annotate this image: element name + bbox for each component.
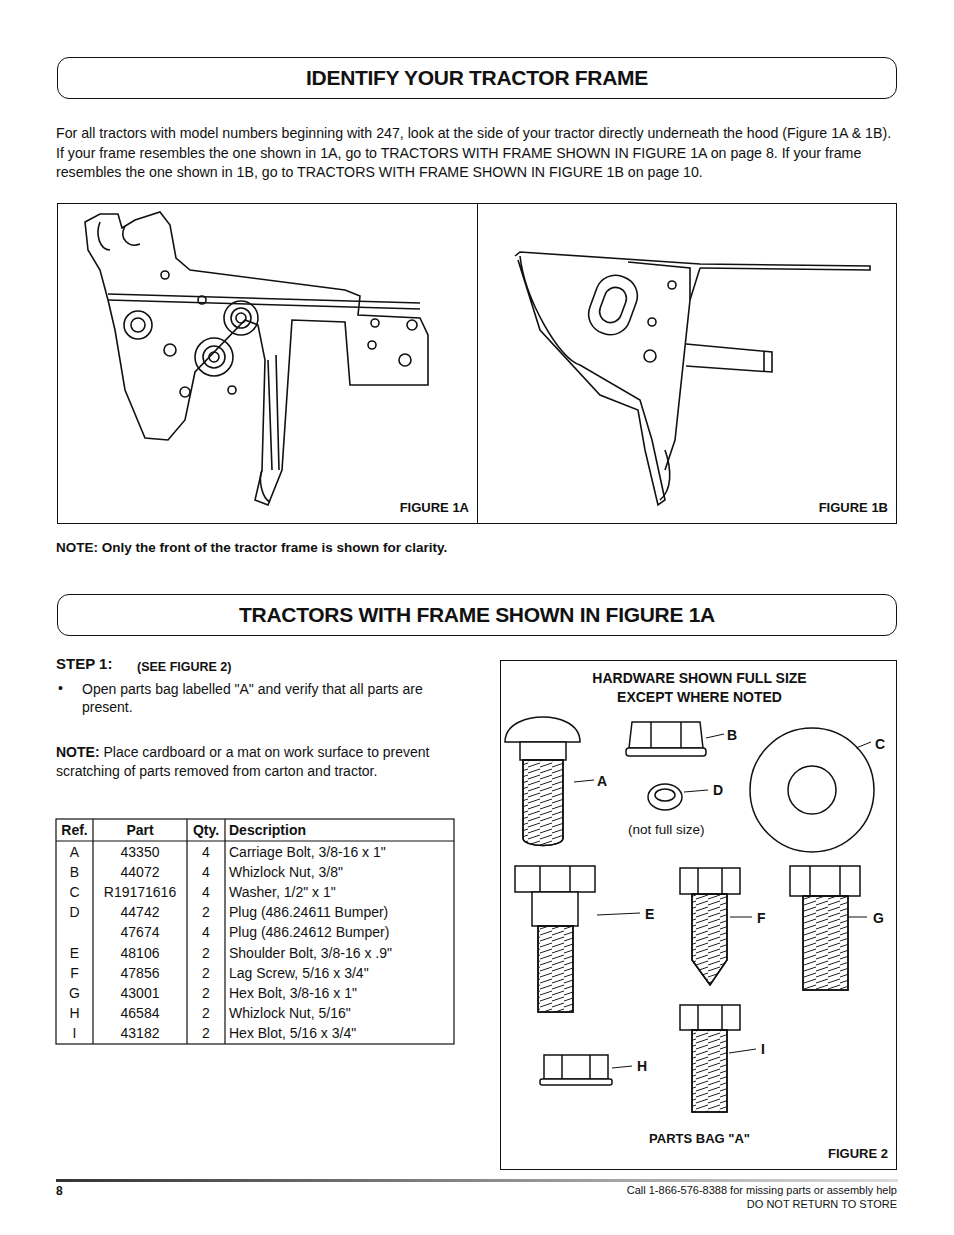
heading-text: FIGURE 1B	[819, 500, 888, 515]
table-cell: Plug (486.24612 Bumper)	[229, 924, 453, 940]
table-cell: 2	[187, 945, 225, 961]
callout-letter: F	[757, 910, 766, 926]
table-cell: Shoulder Bolt, 3/8-16 x .9"	[229, 945, 453, 961]
section-heading: IDENTIFY YOUR TRACTOR FRAME	[57, 57, 897, 99]
footer-text: DO NOT RETURN TO STORE	[747, 1198, 897, 1210]
table-cell: Lag Screw, 5/16 x 3/4"	[229, 965, 453, 981]
callout-letter: G	[873, 910, 884, 926]
parts-table-grid	[56, 819, 454, 1044]
table-cell: C	[56, 884, 93, 900]
table-cell: Plug (486.24611 Bumper)	[229, 904, 453, 920]
table-cell: 44742	[93, 904, 187, 920]
bullet: •	[58, 680, 63, 696]
table-cell: 46584	[93, 1005, 187, 1021]
note-text: NOTE: Only the front of the tractor fram…	[56, 540, 447, 555]
table-cell: 2	[187, 904, 225, 920]
heading-text: TRACTORS WITH FRAME SHOWN IN FIGURE 1A	[58, 603, 896, 627]
table-cell: R19171616	[93, 884, 187, 900]
footer-rule	[56, 1179, 898, 1182]
table-cell: Whizlock Nut, 3/8"	[229, 864, 453, 880]
heading-text: FIGURE 1A	[400, 500, 469, 515]
callout-letter: I	[761, 1041, 765, 1057]
callout-letter: H	[637, 1058, 647, 1074]
table-header: Description	[229, 822, 453, 838]
table-cell: 48106	[93, 945, 187, 961]
figure-panel: FIGURE 1B	[477, 203, 897, 524]
caption-text: HARDWARE SHOWN FULL SIZE EXCEPT WHERE NO…	[571, 669, 828, 707]
note-text: Place cardboard or a mat on work surface…	[56, 744, 430, 779]
table-cell: Washer, 1/2" x 1"	[229, 884, 453, 900]
table-cell: 4	[187, 924, 225, 940]
hardware-drawings	[505, 717, 874, 1112]
step-heading: STEP 1:	[56, 655, 112, 672]
note-paragraph: NOTE: Place cardboard or a mat on work s…	[56, 743, 456, 781]
table-cell: 47856	[93, 965, 187, 981]
scale-note: (not full size)	[628, 822, 705, 837]
table-cell: 43182	[93, 1025, 187, 1041]
frame-1b	[515, 252, 870, 505]
table-cell: 44072	[93, 864, 187, 880]
callout-letter: D	[713, 782, 723, 798]
table-cell: 4	[187, 884, 225, 900]
table-cell: 4	[187, 864, 225, 880]
footer-text: Call 1-866-576-8388 for missing parts or…	[627, 1184, 897, 1196]
table-header: Qty.	[187, 822, 225, 838]
page-number: 8	[56, 1184, 63, 1198]
body-text: Open parts bag labelled "A" and verify t…	[82, 680, 454, 716]
table-cell: 4	[187, 844, 225, 860]
step-ref: (SEE FIGURE 2)	[137, 660, 231, 674]
callout-letter: B	[727, 727, 737, 743]
caption-text: FIGURE 2	[828, 1146, 888, 1161]
frame-1a	[85, 212, 428, 505]
figure-panel: HARDWARE SHOWN FULL SIZE EXCEPT WHERE NO…	[500, 660, 897, 1170]
table-cell: 2	[187, 965, 225, 981]
table-cell: E	[56, 945, 93, 961]
leader-lines	[574, 734, 871, 1068]
table-cell: 47674	[93, 924, 187, 940]
body-text: For all tractors with model numbers begi…	[56, 124, 898, 183]
table-cell: A	[56, 844, 93, 860]
table-cell: 2	[187, 985, 225, 1001]
table-cell: Carriage Bolt, 3/8-16 x 1"	[229, 844, 453, 860]
table-header: Part	[93, 822, 187, 838]
callout-letter: A	[597, 773, 607, 789]
table-cell: 43350	[93, 844, 187, 860]
table-cell: 2	[187, 1005, 225, 1021]
callout-letter: E	[645, 906, 654, 922]
table-cell: H	[56, 1005, 93, 1021]
table-cell: B	[56, 864, 93, 880]
table-cell: Hex Bolt, 3/8-16 x 1"	[229, 985, 453, 1001]
section-heading: TRACTORS WITH FRAME SHOWN IN FIGURE 1A	[57, 594, 897, 636]
note-label: NOTE:	[56, 744, 100, 760]
figure-panel: FIGURE 1A	[57, 203, 478, 524]
table-header: Ref.	[56, 822, 93, 838]
table-cell: 2	[187, 1025, 225, 1041]
heading-text: IDENTIFY YOUR TRACTOR FRAME	[58, 66, 896, 90]
table-cell: 43001	[93, 985, 187, 1001]
table-cell: I	[56, 1025, 93, 1041]
table-cell: Whizlock Nut, 5/16"	[229, 1005, 453, 1021]
table-cell: F	[56, 965, 93, 981]
table-cell: D	[56, 904, 93, 920]
table-cell: G	[56, 985, 93, 1001]
callout-letter: C	[875, 736, 885, 752]
caption-text: PARTS BAG "A"	[621, 1131, 778, 1146]
table-cell: Hex Blot, 5/16 x 3/4"	[229, 1025, 453, 1041]
